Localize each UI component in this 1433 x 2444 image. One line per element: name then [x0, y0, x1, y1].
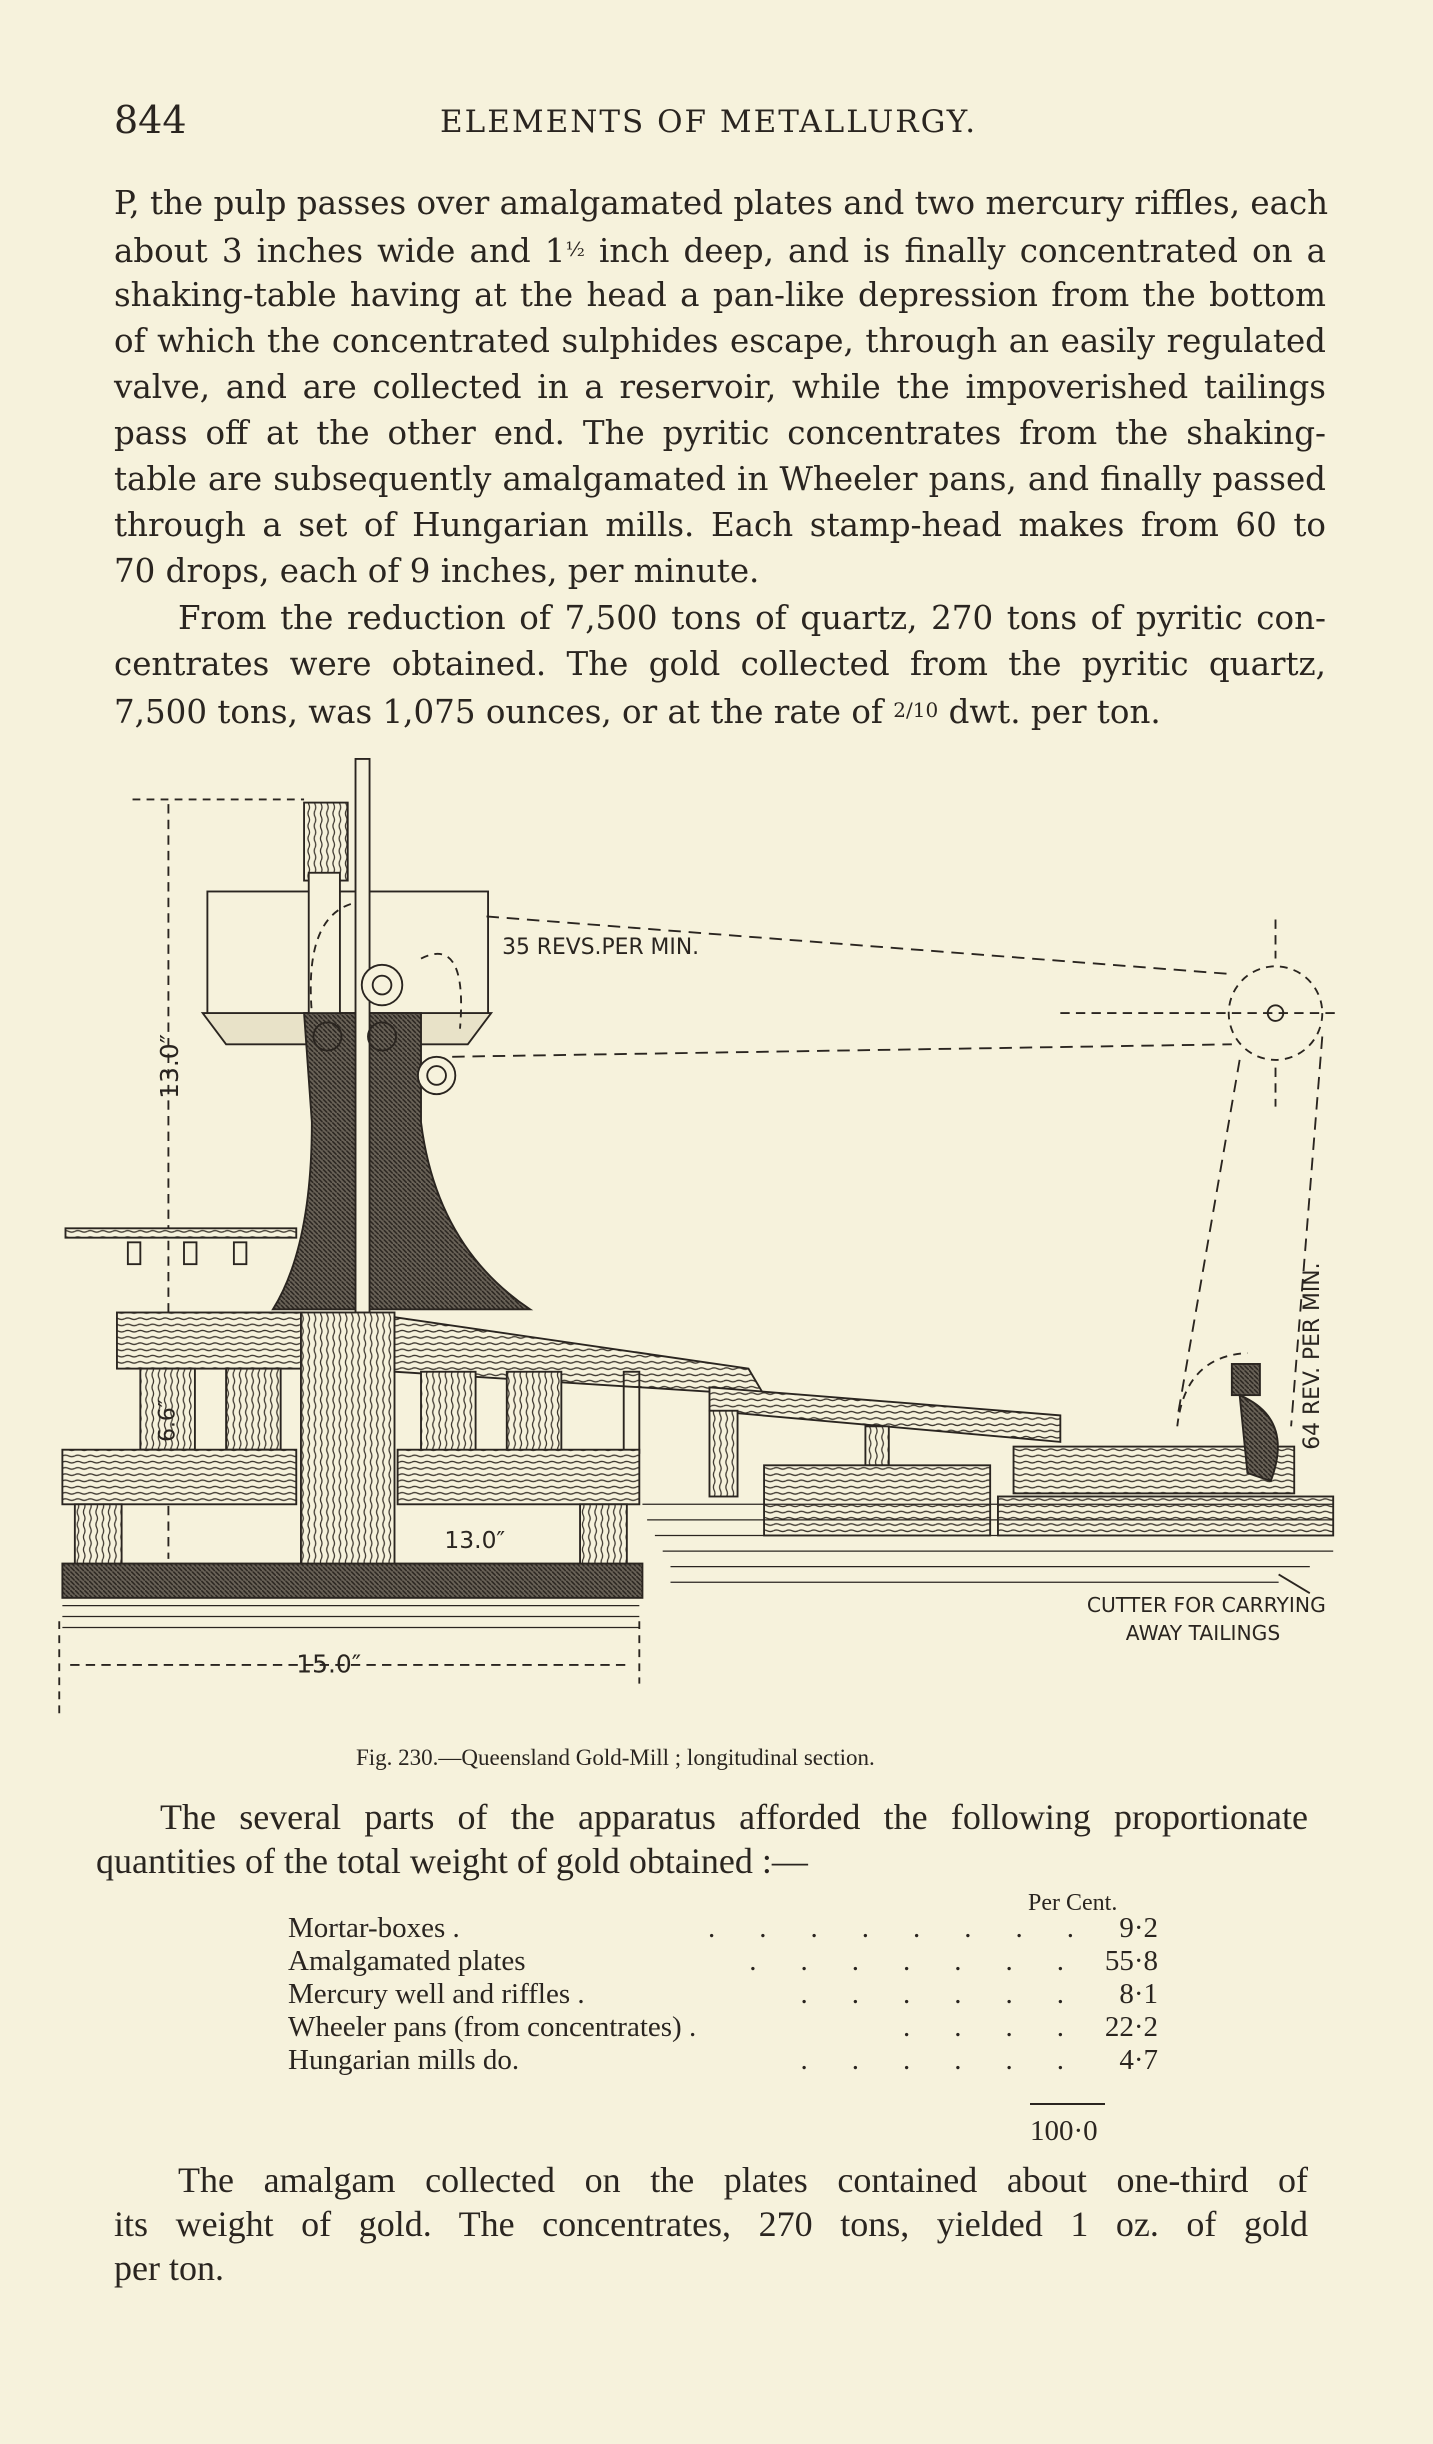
cam-frame [206, 890, 489, 1018]
row-label: Amalgamated plates [288, 1945, 526, 1977]
label-block-dim: 6.6″ [156, 1399, 181, 1442]
paragraph-pulp-process: P, the pulp passes over amalgamated plat… [114, 180, 1329, 594]
text-line: valve, and are collected in a reservoir,… [114, 368, 1326, 406]
row-label: Wheeler pans (from concentrates) . [288, 2011, 697, 2043]
label-revs-top: 35 REVS.PER MIN. [502, 935, 699, 960]
column-header-per-cent: Per Cent. [1028, 1890, 1118, 1916]
table-row: Mercury well and riffles ....... 8·1 [288, 1978, 1158, 2012]
table-row: Hungarian mills do....... 4·7 [288, 2044, 1158, 2078]
page-number: 844 [114, 98, 187, 142]
figure-caption: Fig. 230.—Queensland Gold-Mill ; longitu… [356, 1745, 875, 1770]
label-inner-width: 13.0″ [444, 1526, 505, 1554]
text-line: P, the pulp passes over amalgamated plat… [114, 184, 1329, 222]
gold-mill-illustration: 35 REVS.PER MIN. 64 REV. PER MIN. 13.0″ … [58, 758, 1342, 1715]
text-line: From the reduction of 7,500 tons of quar… [178, 599, 1326, 637]
text-line: about 3 inches wide and 1½ inch deep, an… [114, 226, 1326, 272]
table-total: 100·0 [1030, 2115, 1098, 2147]
text-line: its weight of gold. The concentrates, 27… [114, 2204, 1308, 2244]
leader-dots: ...... [800, 2044, 1108, 2076]
paragraph-proportions: The several parts of the apparatus affor… [96, 1795, 1308, 1883]
mortar-block [116, 1311, 305, 1370]
row-label: Mercury well and riffles . [288, 1978, 585, 2010]
text-line: shaking-table having at the head a pan-l… [114, 276, 1326, 314]
row-value: 4·7 [1119, 2044, 1158, 2076]
text-line: centrates were obtained. The gold collec… [114, 645, 1326, 683]
text-line: pass off at the other end. The pyritic c… [114, 414, 1326, 452]
drive-belt [452, 1043, 1232, 1058]
foundation [61, 1562, 644, 1599]
drive-belt [486, 915, 1232, 976]
text-line: table are subsequently amalgamated in Wh… [114, 460, 1326, 498]
paragraph-reduction: From the reduction of 7,500 tons of quar… [114, 595, 1326, 733]
text-line: through a set of Hungarian mills. Each s… [114, 506, 1326, 544]
leader-dots: ...... [800, 1978, 1108, 2010]
row-value: 9·2 [1119, 1912, 1158, 1944]
leader-dots: .... [903, 2011, 1108, 2043]
text-fragment: inch deep, and is finally concentrated o… [598, 232, 1326, 270]
sum-rule [1030, 2103, 1105, 2105]
label-height: 13.0″ [155, 1034, 184, 1099]
label-revs-right: 64 REV. PER MIN. [1300, 1262, 1325, 1449]
table-row: Mortar-boxes .......... 9·2 [288, 1912, 1158, 1946]
leader-dots: ......... [708, 1912, 1108, 1944]
shaking-table [708, 1386, 1062, 1443]
pulley [1227, 965, 1324, 1061]
text-line: The amalgam collected on the plates cont… [178, 2160, 1308, 2200]
row-value: 22·2 [1104, 2011, 1158, 2043]
paragraph-amalgam: The amalgam collected on the plates cont… [114, 2158, 1308, 2290]
mortar-column [271, 1012, 534, 1311]
label-gutter-1: CUTTER FOR CARRYING [1087, 1593, 1326, 1617]
row-label: Mortar-boxes . [288, 1912, 460, 1944]
fraction: 2/10 [893, 698, 939, 722]
row-value: 8·1 [1119, 1978, 1158, 2010]
row-value: 55·8 [1104, 1945, 1158, 1977]
table-row: Wheeler pans (from concentrates) .....22… [288, 2011, 1158, 2045]
text-line: per ton. [114, 2248, 224, 2288]
leader-dots: ....... [749, 1945, 1108, 1977]
table-row: Amalgamated plates.......55·8 [288, 1945, 1158, 1979]
text-line: of which the concentrated sulphides esca… [114, 322, 1326, 360]
text-line: quantities of the total weight of gold o… [96, 1841, 808, 1881]
label-base-width: 15.0″ [296, 1650, 361, 1679]
text-fragment: 7,500 tons, was 1,075 ounces, or at the … [114, 693, 883, 731]
running-title: ELEMENTS OF METALLURGY. [440, 104, 978, 140]
row-label: Hungarian mills do. [288, 2044, 520, 2076]
text-fragment: about 3 inches wide and 1 [114, 232, 566, 270]
label-gutter-2: AWAY TAILINGS [1126, 1621, 1280, 1645]
fraction: ½ [565, 237, 585, 261]
text-line: The several parts of the apparatus affor… [160, 1797, 1308, 1837]
text-line: 70 drops, each of 9 inches, per minute. [114, 552, 760, 590]
hungarian-mill [1238, 1393, 1279, 1483]
text-line: 7,500 tons, was 1,075 ounces, or at the … [114, 687, 1326, 733]
text-fragment: dwt. per ton. [948, 693, 1161, 731]
wheeler-pan-block [763, 1464, 992, 1537]
